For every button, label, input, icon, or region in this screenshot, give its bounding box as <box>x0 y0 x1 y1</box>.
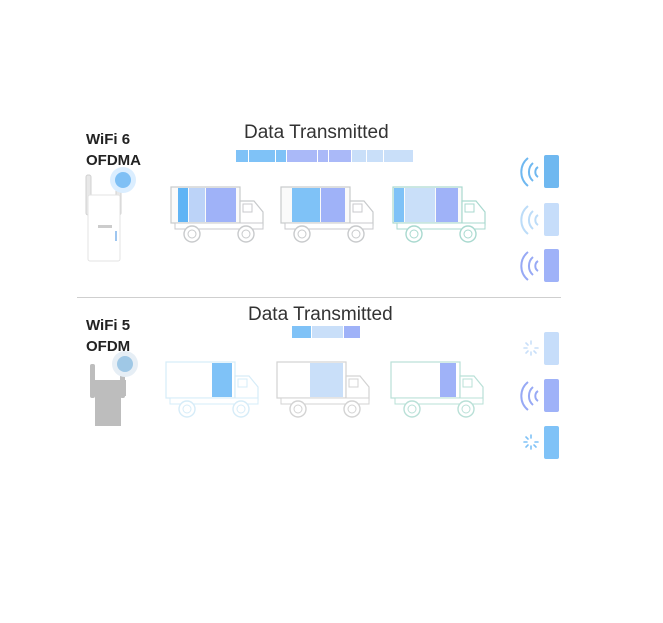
top-phone-3-icon <box>520 249 559 282</box>
bottom-phone-1-icon <box>523 332 559 365</box>
wifi6-router-icon <box>85 167 136 262</box>
top-truck-2 <box>280 186 374 243</box>
bottom-truck-1 <box>165 361 259 418</box>
top-truck-1 <box>170 186 264 243</box>
bottom-section-title: Data Transmitted <box>248 304 393 325</box>
wifi5-label: WiFi 5 OFDM <box>86 315 130 357</box>
top-phone-2-icon <box>520 203 559 236</box>
top-section-title: Data Transmitted <box>244 122 389 143</box>
bottom-phone-3-icon <box>523 426 559 459</box>
wifi5-label-line2: OFDM <box>86 338 131 355</box>
top-phone-1-icon <box>520 155 559 188</box>
top-data-bar <box>236 150 413 162</box>
section-divider <box>77 297 561 298</box>
wifi5-label-line1: WiFi 5 <box>86 317 131 334</box>
wifi6-label: WiFi 6 OFDMA <box>86 129 141 171</box>
top-truck-3 <box>392 186 486 243</box>
bottom-phone-2-icon <box>520 379 559 412</box>
bottom-truck-3 <box>390 361 484 418</box>
wifi6-label-line1: WiFi 6 <box>86 131 131 148</box>
wifi5-router-icon <box>90 351 138 426</box>
bottom-data-bar <box>292 326 360 338</box>
wifi6-label-line2: OFDMA <box>86 152 141 169</box>
bottom-truck-2 <box>276 361 370 418</box>
